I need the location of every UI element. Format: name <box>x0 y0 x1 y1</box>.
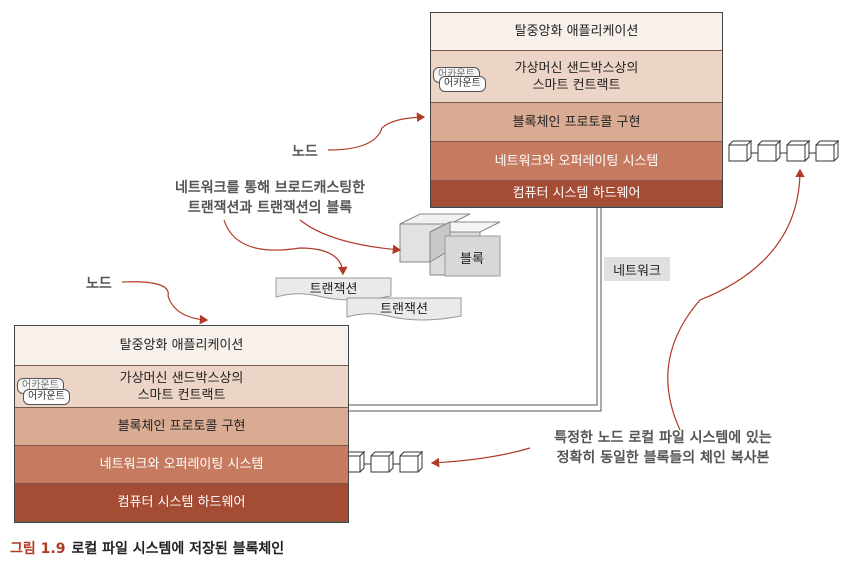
blockchain-chain-icon-top <box>728 139 840 162</box>
node-label-top: 노드 <box>292 144 318 160</box>
layer-protocol: 블록체인 프로토콜 구현 <box>431 103 722 142</box>
account-badge: 어카운트 <box>439 76 486 92</box>
node-stack-top: 탈중앙화 애플리케이션 가상머신 샌드박스상의 스마트 컨트랙트 블록체인 프로… <box>430 12 723 208</box>
layer-network-os: 네트워크와 오퍼레이팅 시스템 <box>15 446 348 484</box>
layer-network-os: 네트워크와 오퍼레이팅 시스템 <box>431 142 722 181</box>
layer-protocol: 블록체인 프로토콜 구현 <box>15 408 348 446</box>
network-label: 네트워크 <box>604 257 670 281</box>
replica-to-top-chain-arrow <box>667 168 805 431</box>
transaction-label-1: 트랜잭션 <box>309 281 358 297</box>
figure-caption-text: 로컬 파일 시스템에 저장된 블록체인 <box>71 541 285 557</box>
node-top-arrow <box>327 112 426 151</box>
layer-smart-contract: 가상머신 샌드박스상의 스마트 컨트랙트 <box>15 366 348 408</box>
figure-number: 그림 1.9 <box>10 541 66 557</box>
node-stack-bottom: 탈중앙화 애플리케이션 가상머신 샌드박스상의 스마트 컨트랙트 블록체인 프로… <box>14 325 349 523</box>
broadcast-note: 네트워크를 통해 브로드캐스팅한 트랜잭션과 트랜잭션의 블록 <box>174 180 366 216</box>
layer-hardware: 컴퓨터 시스템 하드웨어 <box>431 181 722 207</box>
account-badge: 어카운트 <box>23 389 70 405</box>
node-label-bottom: 노드 <box>86 276 112 292</box>
layer-dapp: 탈중앙화 애플리케이션 <box>15 326 348 366</box>
broadcast-to-block-arrow <box>299 219 402 255</box>
layer-dapp: 탈중앙화 애플리케이션 <box>431 13 722 51</box>
network-connection-line <box>349 208 602 412</box>
node-bottom-arrow <box>121 281 209 325</box>
transaction-label-2: 트랜잭션 <box>380 301 428 317</box>
block-label: 블록 <box>460 252 484 267</box>
broadcast-to-tx-arrow <box>223 219 348 276</box>
replica-to-bottom-chain-arrow <box>430 447 531 468</box>
replica-note: 특정한 노드 로컬 파일 시스템에 있는 정확히 동일한 블록들의 체인 복사본 <box>554 430 772 466</box>
block-cube-icon <box>399 213 501 277</box>
layer-hardware: 컴퓨터 시스템 하드웨어 <box>15 484 348 522</box>
transaction-doc-2 <box>346 297 462 321</box>
figure-caption: 그림 1.9 로컬 파일 시스템에 저장된 블록체인 <box>10 538 284 558</box>
